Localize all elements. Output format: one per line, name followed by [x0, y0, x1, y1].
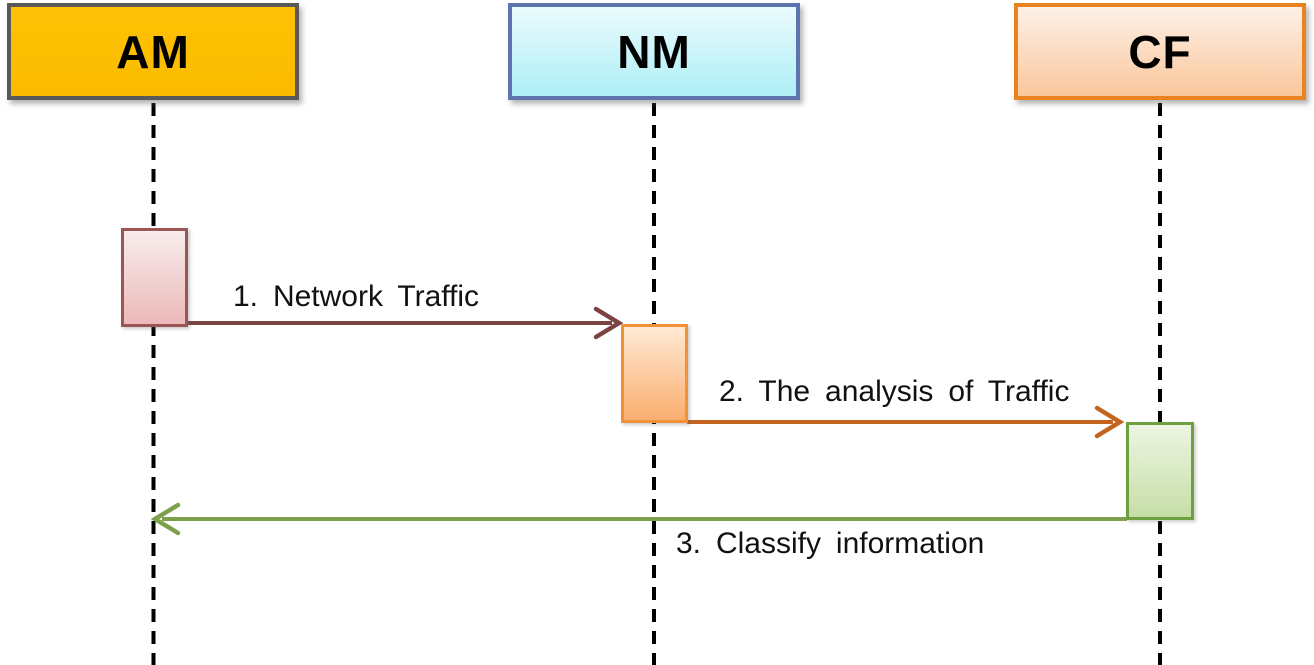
activation-box-nm — [621, 324, 688, 423]
message-1-label: 1. Network Traffic — [233, 280, 480, 313]
actor-box-am: AM — [7, 3, 299, 100]
message-3-arrowhead — [150, 502, 181, 536]
actor-box-nm: NM — [508, 3, 800, 100]
actor-label-cf: CF — [1128, 25, 1192, 78]
message-2-label: 2. The analysis of Traffic — [719, 375, 1070, 408]
message-2-arrowhead — [1094, 405, 1125, 439]
activation-box-cf — [1126, 422, 1194, 520]
actor-label-nm: NM — [617, 25, 691, 78]
actor-box-cf: CF — [1014, 3, 1306, 100]
message-1-arrowhead — [593, 306, 624, 340]
message-3-label: 3. Classify information — [676, 527, 985, 560]
actor-label-am: AM — [116, 25, 190, 78]
activation-box-am — [121, 228, 188, 327]
